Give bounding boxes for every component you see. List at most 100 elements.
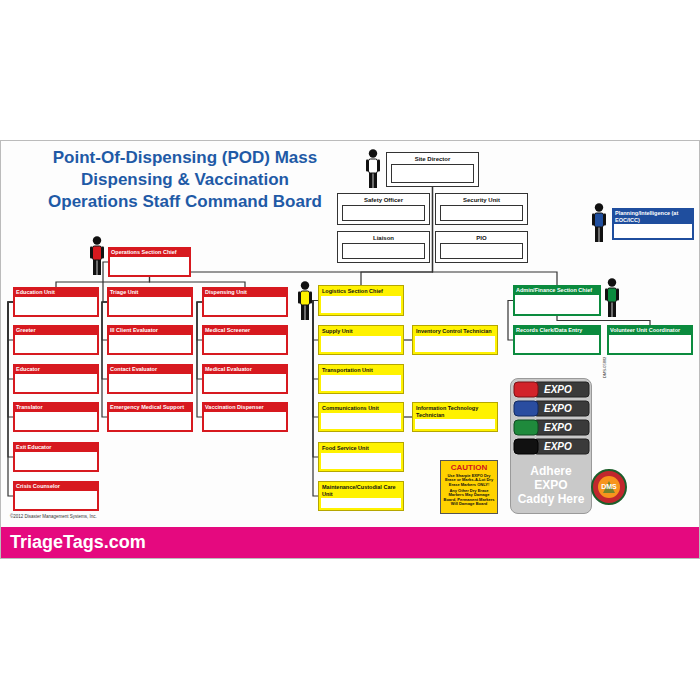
role-title: Maintenance/Custodial Care Unit bbox=[321, 484, 401, 498]
role-title: Greeter bbox=[15, 327, 97, 335]
org-connector bbox=[150, 277, 246, 287]
role-title: Vaccination Dispenser bbox=[204, 404, 286, 412]
dms-logo bbox=[592, 470, 626, 504]
figure-shirt bbox=[301, 291, 310, 305]
role-title: Medical Evaluator bbox=[204, 366, 286, 374]
figure-shirt bbox=[595, 213, 604, 227]
caution-box: CAUTIONUse Sharpie EXPO Dry Erase or Mar… bbox=[440, 460, 498, 514]
write-in-field bbox=[321, 296, 401, 313]
logistics-box: Transportation Unit bbox=[318, 364, 404, 394]
logistics-box: Communications Unit bbox=[318, 402, 404, 432]
role-title: Transportation Unit bbox=[321, 367, 401, 375]
operations-box: Medical Evaluator bbox=[202, 364, 288, 394]
write-in-field bbox=[109, 374, 191, 392]
logistics-box: Maintenance/Custodial Care Unit bbox=[318, 481, 404, 511]
org-connector bbox=[197, 302, 202, 417]
marker-brand: EXPO bbox=[544, 384, 572, 397]
write-in-field bbox=[321, 453, 401, 469]
write-in-field bbox=[15, 452, 97, 470]
role-title: Communications Unit bbox=[321, 405, 401, 413]
marker-cap bbox=[514, 401, 538, 416]
role-title: Information Technology Technician bbox=[415, 405, 495, 419]
write-in-field bbox=[321, 413, 401, 429]
write-in-field bbox=[204, 335, 286, 353]
operations-box: Medical Screener bbox=[202, 325, 288, 355]
operations-box: Exit Educator bbox=[13, 442, 99, 472]
operations-box: Operations Section Chief bbox=[108, 247, 191, 277]
figure-leg bbox=[93, 260, 97, 275]
write-in-field bbox=[415, 419, 495, 429]
marker-brand: EXPO bbox=[544, 422, 572, 435]
figure-leg bbox=[369, 173, 373, 188]
write-in-field bbox=[204, 374, 286, 392]
figure-leg bbox=[612, 302, 616, 317]
figure-leg bbox=[608, 302, 612, 317]
role-title: Liaison bbox=[340, 234, 427, 243]
marker-barrel bbox=[534, 401, 589, 416]
figure-head bbox=[595, 203, 603, 211]
board-title: Point-Of-Dispensing (POD) Mass Dispensin… bbox=[35, 147, 335, 213]
role-title: Security Unit bbox=[438, 196, 525, 205]
marker-barrel bbox=[534, 420, 589, 435]
website-url: TriageTags.com bbox=[10, 531, 146, 554]
write-in-field bbox=[15, 374, 97, 392]
write-in-field bbox=[440, 243, 523, 259]
person-figure bbox=[605, 278, 619, 317]
role-title: Safety Officer bbox=[340, 196, 427, 205]
role-title: Educator bbox=[15, 366, 97, 374]
staff-box: Safety Officer bbox=[337, 193, 430, 225]
logistics-box: Logistics Section Chief bbox=[318, 285, 404, 316]
admin-box: Admin/Finance Section Chief bbox=[513, 285, 601, 316]
figure-head bbox=[369, 149, 377, 157]
operations-box: Crisis Counselor bbox=[13, 481, 99, 511]
logistics-box: Food Service Unit bbox=[318, 442, 404, 472]
logo-text: DMS bbox=[593, 483, 625, 492]
org-connector bbox=[404, 339, 412, 340]
role-title: Site Director bbox=[389, 155, 476, 164]
staff-box: Liaison bbox=[337, 231, 430, 263]
write-in-field bbox=[342, 205, 425, 221]
marker-illustration bbox=[514, 382, 589, 454]
product-code: DMS-05882 bbox=[602, 357, 607, 378]
figure-leg bbox=[373, 173, 377, 188]
write-in-field bbox=[109, 412, 191, 430]
role-title: Education Unit bbox=[15, 289, 97, 297]
write-in-field bbox=[321, 375, 401, 391]
role-title: Operations Section Chief bbox=[110, 249, 189, 257]
figure-shirt bbox=[608, 288, 617, 302]
marker-barrel bbox=[534, 439, 589, 454]
org-connector bbox=[8, 302, 13, 417]
write-in-field bbox=[15, 335, 97, 353]
role-title: Medical Screener bbox=[204, 327, 286, 335]
caution-heading: CAUTION bbox=[451, 463, 487, 472]
caution-note: Any Other Dry Erase Markers May Damage B… bbox=[443, 489, 495, 507]
admin-box: Records Clerk/Data Entry bbox=[513, 325, 601, 355]
role-title: Emergency Medical Support bbox=[109, 404, 191, 412]
role-title: Logistics Section Chief bbox=[321, 288, 401, 296]
marker-brand: EXPO bbox=[544, 403, 572, 416]
staff-box: Site Director bbox=[386, 152, 479, 187]
write-in-field bbox=[321, 336, 401, 352]
role-title: Planning/Intelligence (at EOC/ICC) bbox=[614, 210, 692, 224]
marker-cap bbox=[514, 439, 538, 454]
logistics-box: Supply Unit bbox=[318, 325, 404, 355]
operations-box: Emergency Medical Support bbox=[107, 402, 193, 432]
role-title: Records Clerk/Data Entry bbox=[515, 327, 599, 335]
person-figure bbox=[592, 203, 606, 242]
staff-box: PIO bbox=[435, 231, 528, 263]
figure-shirt bbox=[93, 246, 102, 260]
person-figure bbox=[366, 149, 380, 188]
operations-box: Translator bbox=[13, 402, 99, 432]
operations-box: Triage Unit bbox=[107, 287, 193, 317]
write-in-field bbox=[15, 297, 97, 315]
role-title: Supply Unit bbox=[321, 328, 401, 336]
figure-leg bbox=[97, 260, 101, 275]
copyright-note: ©2012 Disaster Management Systems, Inc. bbox=[10, 514, 97, 520]
write-in-field bbox=[15, 412, 97, 430]
write-in-field bbox=[391, 164, 474, 183]
org-connector bbox=[102, 302, 107, 417]
marker-cap bbox=[514, 420, 538, 435]
role-title: Translator bbox=[15, 404, 97, 412]
role-title: PIO bbox=[438, 234, 525, 243]
